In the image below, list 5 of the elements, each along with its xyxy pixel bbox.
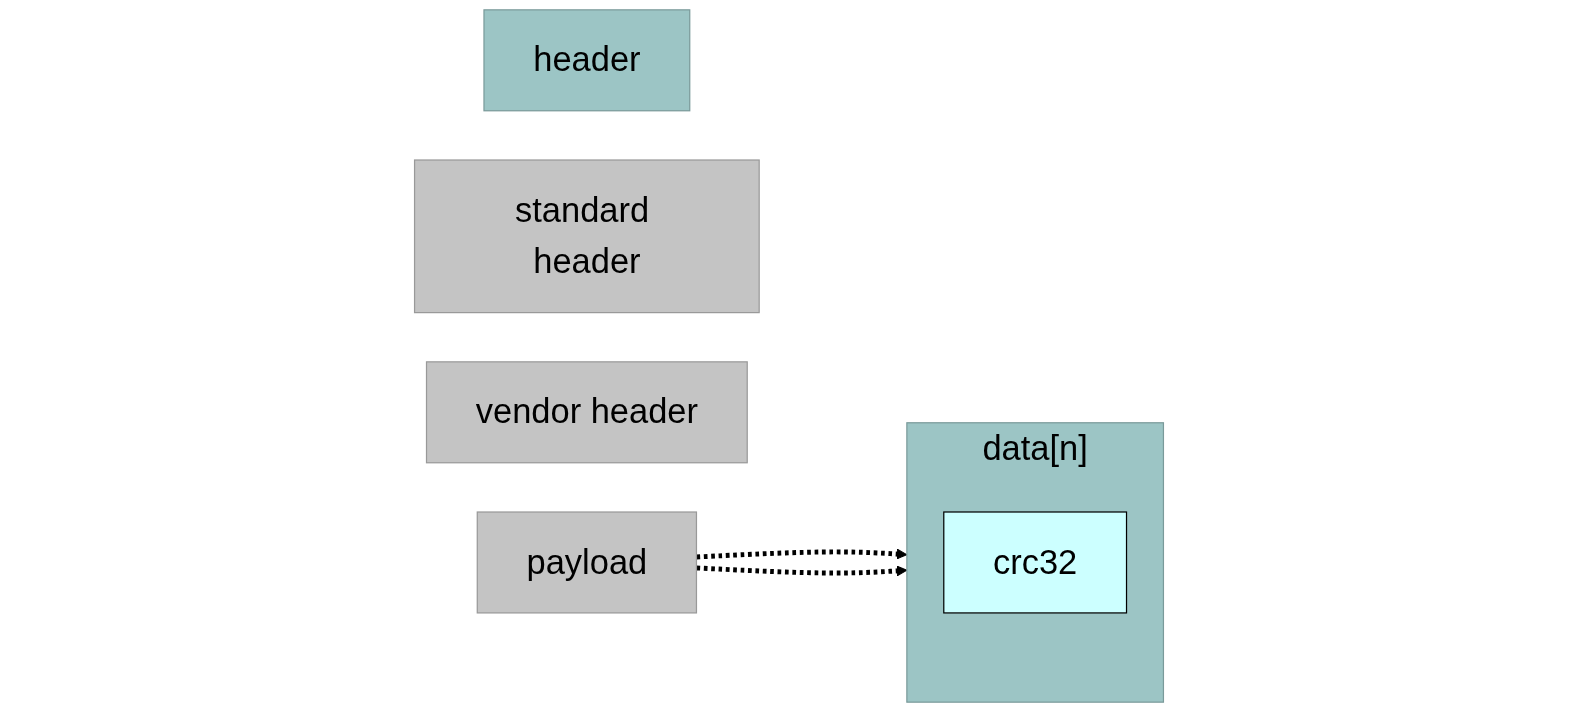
node-box: vendor header bbox=[425, 361, 748, 464]
node-box: crc32 bbox=[943, 511, 1128, 614]
node-box: header bbox=[483, 9, 691, 112]
node-box: standard header bbox=[413, 159, 760, 314]
node-box: payload bbox=[476, 511, 698, 614]
